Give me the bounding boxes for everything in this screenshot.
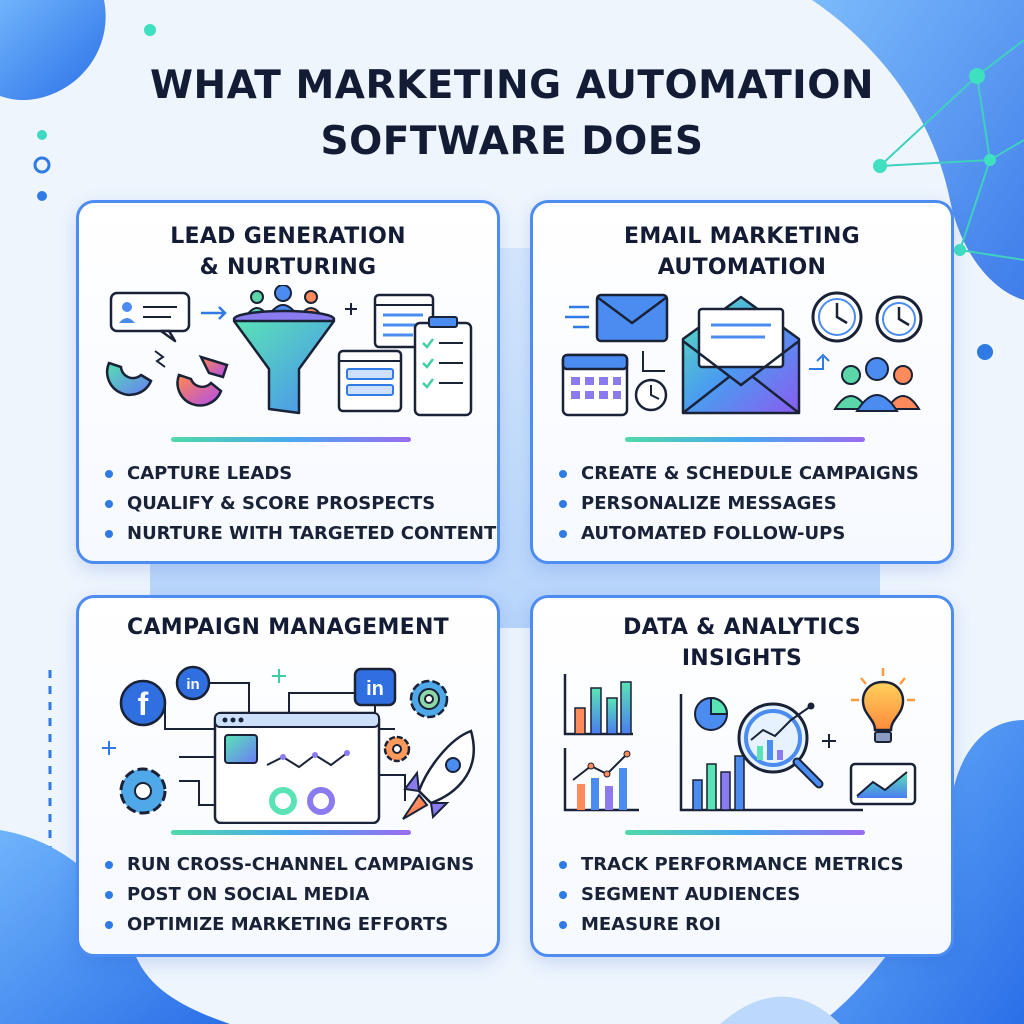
card-divider <box>625 437 865 442</box>
facebook-icon: f <box>119 679 167 727</box>
bullet-list: CREATE & SCHEDULE CAMPAIGNS PERSONALIZE … <box>557 459 919 549</box>
card-title-line: LEAD GENERATION <box>170 224 406 249</box>
list-item: CAPTURE LEADS <box>103 459 496 489</box>
magnet-icon <box>105 361 153 397</box>
card-title: CAMPAIGN MANAGEMENT <box>79 612 497 643</box>
card-divider <box>171 830 411 835</box>
card-lead-generation: LEAD GENERATION & NURTURING <box>76 200 500 564</box>
email-illustration <box>561 291 923 417</box>
card-title-line: INSIGHTS <box>681 646 803 671</box>
campaign-illustration: f in in <box>102 665 475 824</box>
clock-icon <box>811 291 863 343</box>
title-line-2: SOFTWARE DOES <box>320 119 704 164</box>
bar-chart-icon <box>563 674 633 736</box>
clock-icon <box>875 295 923 343</box>
card-title: DATA & ANALYTICS INSIGHTS <box>533 612 951 674</box>
card-title-line: CAMPAIGN MANAGEMENT <box>127 615 449 640</box>
list-item: OPTIMIZE MARKETING EFFORTS <box>103 910 474 940</box>
clock-icon <box>634 378 668 412</box>
card-divider <box>625 830 865 835</box>
chat-profile-icon <box>109 291 191 343</box>
card-title-line: & NURTURING <box>199 255 377 280</box>
lightbulb-icon <box>851 668 915 743</box>
list-item: POST ON SOCIAL MEDIA <box>103 880 474 910</box>
card-title-line: DATA & ANALYTICS <box>623 615 861 640</box>
linkedin-letters: in <box>186 676 199 693</box>
linkedin-letters: in <box>366 678 384 700</box>
checklist-icon <box>413 316 473 417</box>
list-item: MEASURE ROI <box>557 910 904 940</box>
gear-icon <box>119 767 167 815</box>
magnifier-icon <box>737 702 824 789</box>
dashboard-icon <box>213 711 381 824</box>
envelope-icon <box>595 293 669 343</box>
card-title: LEAD GENERATION & NURTURING <box>79 221 497 283</box>
list-item: AUTOMATED FOLLOW-UPS <box>557 519 919 549</box>
title-line-1: WHAT MARKETING AUTOMATION <box>149 63 874 108</box>
funnel-icon <box>232 309 336 415</box>
pie-chart-icon <box>694 696 729 731</box>
card-title-line: AUTOMATION <box>657 255 827 280</box>
list-item: QUALIFY & SCORE PROSPECTS <box>103 489 496 519</box>
gear-icon <box>383 735 411 763</box>
facebook-letter: f <box>138 686 149 722</box>
gear-icon <box>409 679 449 719</box>
card-email-automation: EMAIL MARKETING AUTOMATION <box>530 200 954 564</box>
card-title-line: EMAIL MARKETING <box>624 224 860 249</box>
linkedin-icon: in <box>175 665 211 701</box>
card-data-analytics: DATA & ANALYTICS INSIGHTS <box>530 595 954 957</box>
trend-card-icon <box>849 762 917 806</box>
bullet-list: CAPTURE LEADS QUALIFY & SCORE PROSPECTS … <box>103 459 496 549</box>
list-item: TRACK PERFORMANCE METRICS <box>557 850 904 880</box>
bullet-list: RUN CROSS-CHANNEL CAMPAIGNS POST ON SOCI… <box>103 850 474 940</box>
rocket-icon <box>402 729 475 820</box>
line-chart-icon <box>563 748 639 812</box>
card-title: EMAIL MARKETING AUTOMATION <box>533 221 951 283</box>
list-item: PERSONALIZE MESSAGES <box>557 489 919 519</box>
list-item: NURTURE WITH TARGETED CONTENT <box>103 519 496 549</box>
magnet-icon <box>176 354 229 407</box>
lead-illustration <box>105 285 473 417</box>
bullet-list: TRACK PERFORMANCE METRICS SEGMENT AUDIEN… <box>557 850 904 940</box>
list-item: SEGMENT AUDIENCES <box>557 880 904 910</box>
linkedin-icon: in <box>353 667 397 707</box>
card-campaign-management: CAMPAIGN MANAGEMENT f i <box>76 595 500 957</box>
card-divider <box>171 437 411 442</box>
form-icon <box>337 293 435 413</box>
calendar-icon <box>561 353 629 417</box>
list-item: RUN CROSS-CHANNEL CAMPAIGNS <box>103 850 474 880</box>
list-item: CREATE & SCHEDULE CAMPAIGNS <box>557 459 919 489</box>
page-title: WHAT MARKETING AUTOMATION SOFTWARE DOES <box>0 58 1024 170</box>
analytics-illustration <box>563 668 917 812</box>
audience-icon <box>833 357 921 412</box>
open-envelope-icon <box>681 295 801 415</box>
